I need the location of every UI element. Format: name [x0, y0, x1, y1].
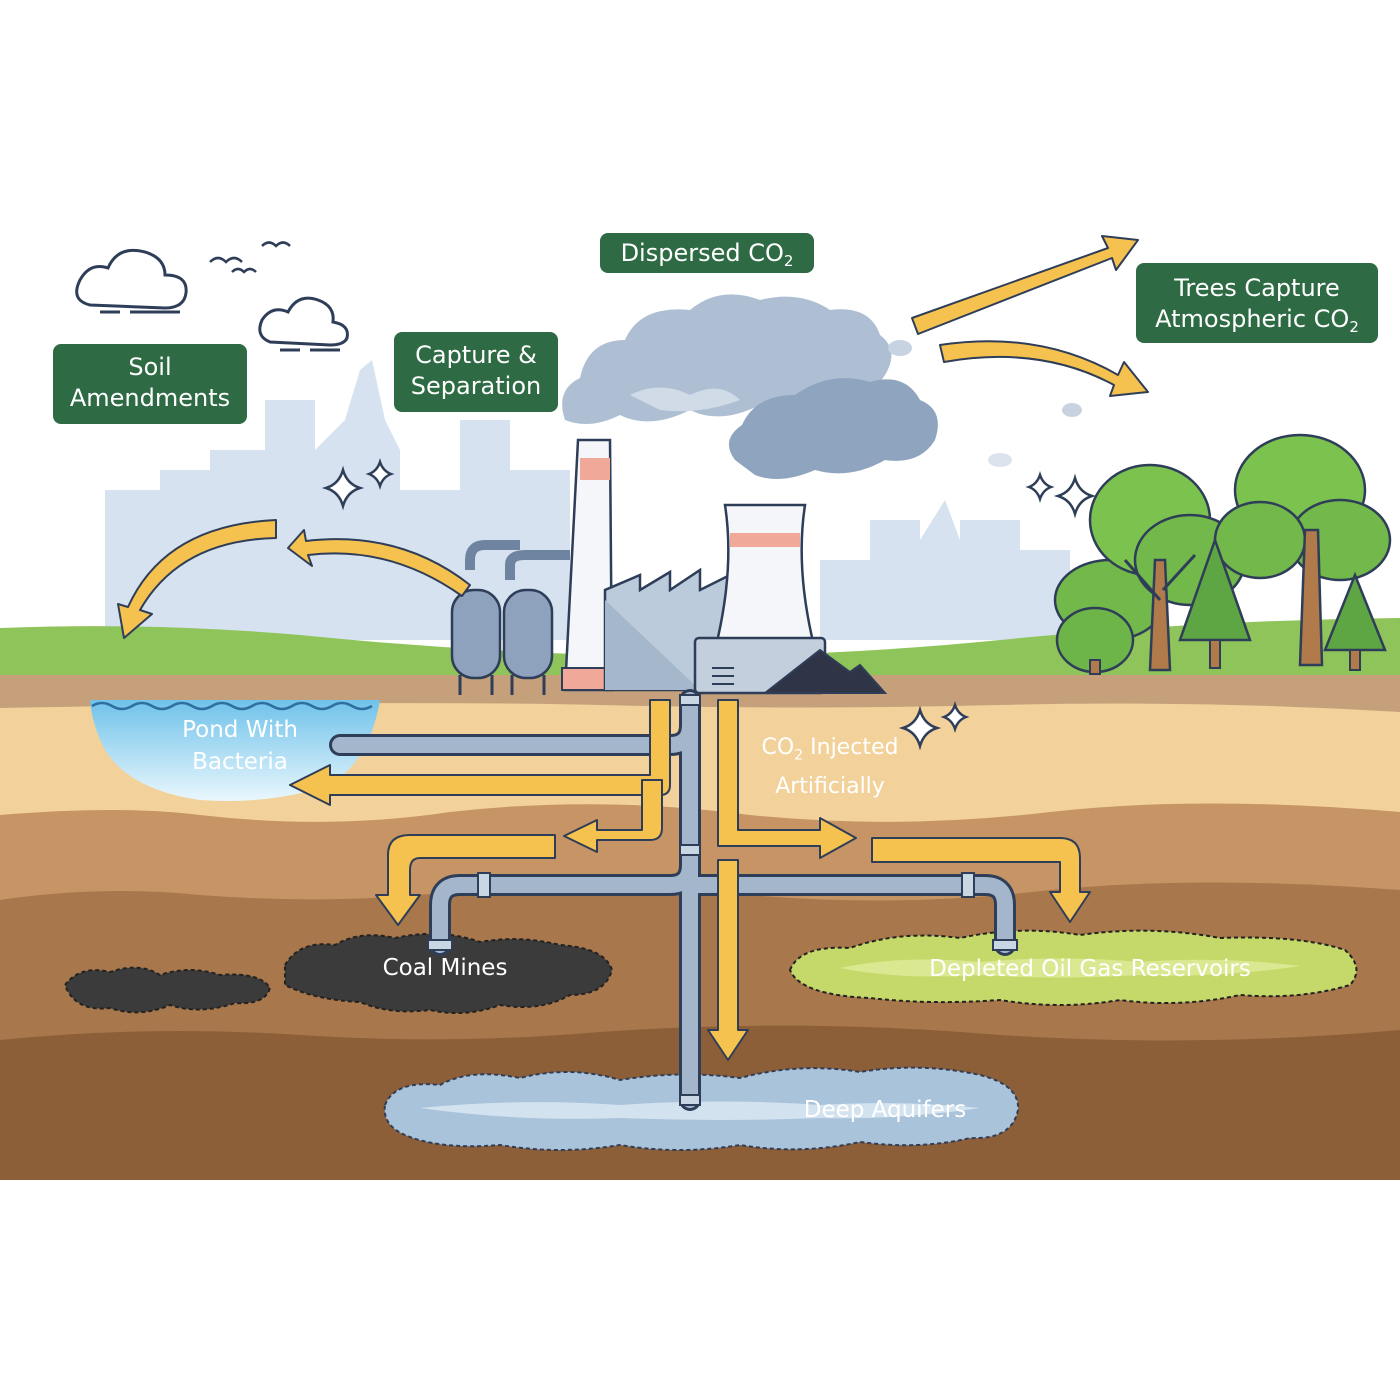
injected-line1: CO2 Injected	[745, 732, 915, 771]
trees-line2-text: Atmospheric CO	[1155, 305, 1350, 333]
bird-icon	[209, 241, 291, 274]
trees-line1: Trees Capture	[1174, 274, 1340, 302]
coal-mine-large	[284, 932, 614, 1014]
injected-line2: Artificially	[775, 774, 885, 800]
soil-line2: Amendments	[69, 384, 231, 412]
injected-rest: Injected	[810, 735, 899, 760]
label-co2-injected: CO2 Injected Artificially	[745, 732, 915, 803]
tree-icon	[1055, 606, 1135, 675]
co2-smoke-cloud	[562, 294, 1082, 479]
aquifer-highlight	[420, 1101, 980, 1120]
label-trees-capture: Trees Capture Atmospheric CO2	[1136, 263, 1378, 343]
sparkle-icon	[1025, 471, 1097, 519]
pond-line2: Bacteria	[192, 749, 288, 775]
label-oil-gas: Depleted Oil Gas Reservoirs	[929, 956, 1251, 982]
pond-line1: Pond With	[182, 717, 298, 743]
storage-tank-icon	[450, 540, 570, 695]
tree-icon	[1178, 536, 1252, 669]
trees-line2: Atmospheric CO2	[1136, 304, 1378, 343]
arrow-icon	[289, 699, 1091, 1061]
oil-gas-highlight	[840, 958, 1300, 978]
coal-mine-small	[63, 966, 272, 1014]
label-capture-separation: Capture & Separation	[394, 332, 558, 412]
label-dispersed-co2: Dispersed CO2	[600, 233, 814, 273]
injected-sub: 2	[794, 747, 804, 764]
coal-pile	[762, 648, 888, 694]
sparkle-icon	[898, 701, 970, 751]
tree-icon	[1213, 433, 1392, 667]
label-coal-mines: Coal Mines	[382, 955, 508, 981]
dispersed-sub: 2	[783, 252, 794, 270]
pond-waves	[91, 701, 373, 711]
cloud-icon	[75, 248, 188, 314]
injected-co: CO	[761, 735, 795, 760]
sparkle-icon	[321, 458, 395, 511]
arrow-icon	[117, 235, 1149, 639]
cloud-icon	[258, 296, 349, 352]
capture-line2: Separation	[410, 372, 542, 400]
capture-line1: Capture &	[415, 341, 537, 369]
dispersed-text: Dispersed CO	[620, 239, 784, 267]
soil-line1: Soil	[128, 353, 172, 381]
label-deep-aquifers: Deep Aquifers	[803, 1097, 967, 1123]
label-soil-amendments: Soil Amendments	[53, 344, 247, 424]
tree-icon	[1323, 571, 1387, 671]
chimney-icon	[561, 438, 614, 692]
trees-line2-sub: 2	[1349, 318, 1359, 336]
label-pond: Pond With Bacteria	[160, 714, 320, 778]
